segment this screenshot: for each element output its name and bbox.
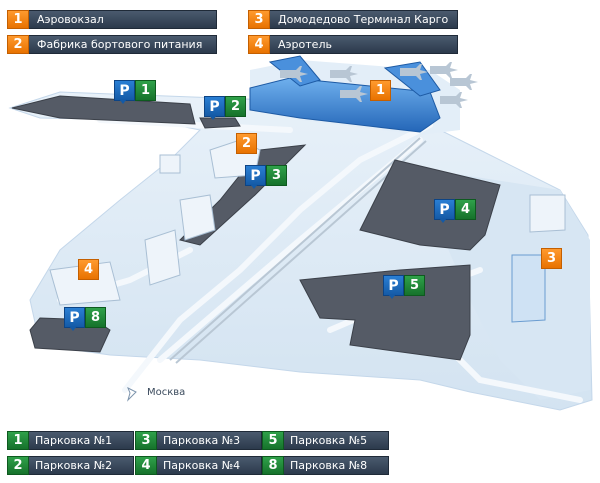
parking-lot-4 <box>359 159 501 251</box>
parking-marker-4[interactable]: P 4 <box>434 199 476 223</box>
legend-label: Парковка №2 <box>29 456 134 475</box>
legend-label: Парковка №5 <box>284 431 389 450</box>
parking-icon: P <box>434 199 455 220</box>
legend-item-parking-8[interactable]: 8 Парковка №8 <box>262 456 389 475</box>
legend-number: 3 <box>248 10 270 29</box>
airplanes <box>280 62 478 108</box>
legend-item-catering[interactable]: 2 Фабрика бортового питания <box>7 35 217 54</box>
legend-item-parking-1[interactable]: 1 Парковка №1 <box>7 431 134 450</box>
parking-icon: P <box>383 275 404 296</box>
parking-number: 8 <box>85 307 106 328</box>
legend-item-parking-2[interactable]: 2 Парковка №2 <box>7 456 134 475</box>
legend-number: 1 <box>7 10 29 29</box>
parking-lot-5 <box>299 264 471 361</box>
marker-pointer-icon <box>439 218 447 223</box>
legend-label: Фабрика бортового питания <box>29 35 217 54</box>
buildings <box>49 139 566 323</box>
building-marker-4[interactable]: 4 <box>78 259 99 280</box>
building-marker-3[interactable]: 3 <box>541 248 562 269</box>
building-number: 2 <box>236 133 257 154</box>
marker-pointer-icon <box>119 99 127 104</box>
legend-label: Парковка №1 <box>29 431 134 450</box>
legend-item-cargo[interactable]: 3 Домодедово Терминал Карго <box>248 10 458 29</box>
parking-lots <box>11 95 501 361</box>
parking-number: 1 <box>135 80 156 101</box>
parking-number: 5 <box>404 275 425 296</box>
legend-number: 2 <box>7 456 29 475</box>
parking-marker-2[interactable]: P 2 <box>204 96 246 120</box>
building-marker-2[interactable]: 2 <box>236 133 257 154</box>
legend-number: 2 <box>7 35 29 54</box>
legend-label: Парковка №8 <box>284 456 389 475</box>
parking-marker-3[interactable]: P 3 <box>245 165 287 189</box>
parking-marker-8[interactable]: P 8 <box>64 307 106 331</box>
parking-number: 3 <box>266 165 287 186</box>
legend-item-parking-4[interactable]: 4 Парковка №4 <box>135 456 262 475</box>
parking-lot-2 <box>199 117 241 129</box>
legend-number: 3 <box>135 431 157 450</box>
legend-item-terminal[interactable]: 1 Аэровокзал <box>7 10 217 29</box>
parking-icon: P <box>114 80 135 101</box>
legend-label: Парковка №4 <box>157 456 262 475</box>
parking-marker-1[interactable]: P 1 <box>114 80 156 104</box>
legend-label: Аэротель <box>270 35 458 54</box>
legend-number: 8 <box>262 456 284 475</box>
parking-number: 4 <box>455 199 476 220</box>
parking-icon: P <box>245 165 266 186</box>
terminal-building <box>249 55 441 133</box>
parking-icon: P <box>64 307 85 328</box>
legend-number: 5 <box>262 431 284 450</box>
marker-pointer-icon <box>69 326 77 331</box>
legend-number: 4 <box>135 456 157 475</box>
marker-pointer-icon <box>388 294 396 299</box>
marker-pointer-icon <box>209 115 217 120</box>
legend-label: Парковка №3 <box>157 431 262 450</box>
legend-item-hotel[interactable]: 4 Аэротель <box>248 35 458 54</box>
legend-item-parking-3[interactable]: 3 Парковка №3 <box>135 431 262 450</box>
legend-item-parking-5[interactable]: 5 Парковка №5 <box>262 431 389 450</box>
legend-number: 1 <box>7 431 29 450</box>
direction-label: Москва <box>147 387 186 398</box>
parking-icon: P <box>204 96 225 117</box>
building-number: 3 <box>541 248 562 269</box>
marker-pointer-icon <box>250 184 258 189</box>
legend-label: Домодедово Терминал Карго <box>270 10 458 29</box>
moscow-direction-arrow <box>126 386 137 402</box>
railway <box>169 137 427 364</box>
parking-number: 2 <box>225 96 246 117</box>
building-number: 1 <box>370 80 391 101</box>
parking-lot-1 <box>11 95 196 125</box>
building-marker-1[interactable]: 1 <box>370 80 391 101</box>
legend-number: 4 <box>248 35 270 54</box>
building-number: 4 <box>78 259 99 280</box>
parking-marker-5[interactable]: P 5 <box>383 275 425 299</box>
legend-label: Аэровокзал <box>29 10 217 29</box>
